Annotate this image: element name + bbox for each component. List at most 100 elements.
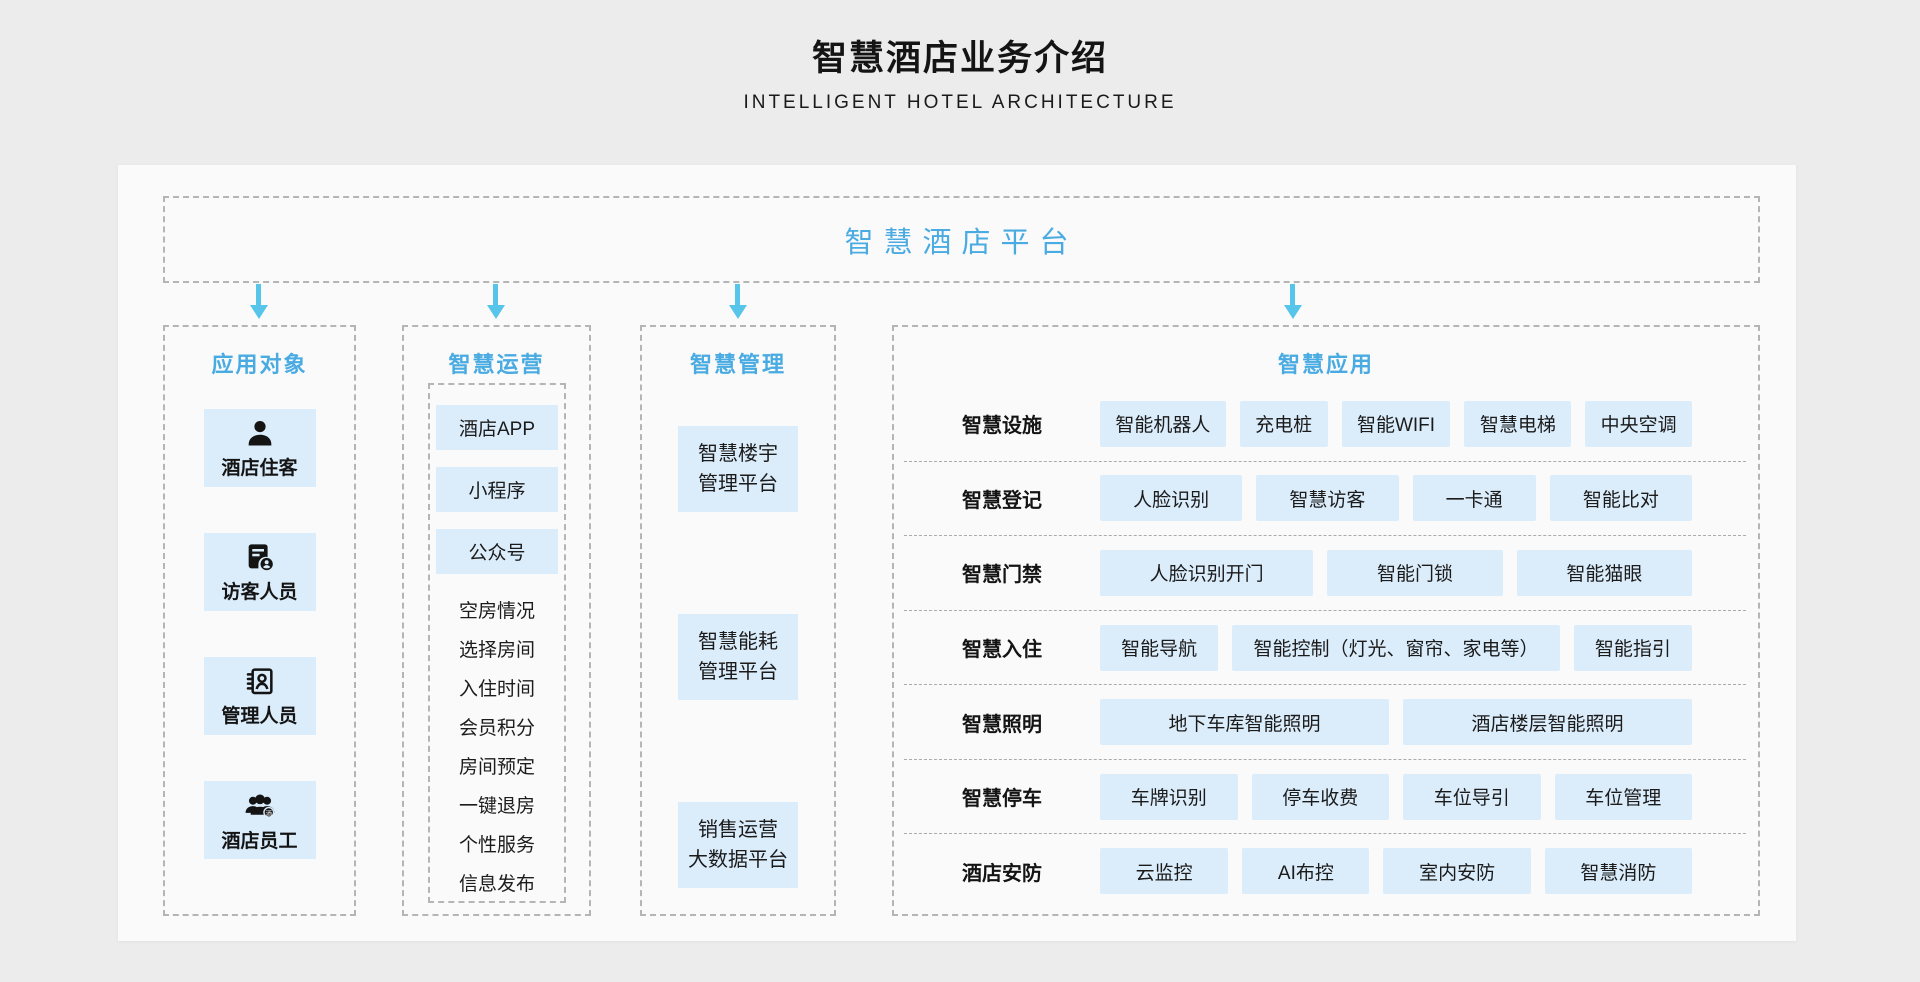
audience-card-label: 酒店员工 xyxy=(221,830,298,852)
management-platform-line: 管理平台 xyxy=(698,661,778,683)
application-row-label: 智慧照明 xyxy=(962,713,1042,736)
operation-feature-item: 选择房间 xyxy=(458,640,535,661)
application-chip: 车牌识别 xyxy=(1100,773,1238,820)
application-chip: AI布控 xyxy=(1242,848,1370,895)
operation-feature-item: 一键退房 xyxy=(458,796,535,817)
operation-feature-item: 信息发布 xyxy=(458,874,535,895)
application-chip: 智慧电梯 xyxy=(1464,400,1572,447)
down-arrow-icon xyxy=(1283,284,1302,319)
management-platform-line: 大数据平台 xyxy=(688,849,788,871)
visitor-register-icon xyxy=(244,541,276,573)
application-chip: 充电桩 xyxy=(1239,400,1328,447)
column-management: 智慧管理 智慧楼宇管理平台智慧能耗管理平台销售运营大数据平台 xyxy=(640,325,836,916)
application-chip: 云监控 xyxy=(1100,848,1229,895)
audience-card: 管理人员 xyxy=(203,657,316,735)
application-row-label: 智慧停车 xyxy=(962,788,1042,811)
application-heading: 智慧应用 xyxy=(1277,352,1374,377)
application-chip: 一卡通 xyxy=(1412,475,1536,522)
application-chip: 智慧访客 xyxy=(1256,475,1399,522)
audience-card: 访客人员 xyxy=(203,533,316,611)
management-platform-chip: 销售运营大数据平台 xyxy=(678,802,798,888)
application-chip: 智能门锁 xyxy=(1327,549,1503,596)
application-chip: 停车收费 xyxy=(1251,773,1389,820)
page-title: 智慧酒店业务介绍 xyxy=(811,39,1108,78)
application-chip: 人脸识别 xyxy=(1100,475,1243,522)
application-row-label: 智慧设施 xyxy=(962,415,1042,438)
application-chip: 智能机器人 xyxy=(1100,400,1226,447)
application-row-chips: 智能机器人充电桩智能WIFI 智慧电梯中央空调 xyxy=(1100,400,1692,447)
audience-card-list: 酒店住客访客人员管理人员酒酒店员工 xyxy=(165,409,354,859)
application-chip: 智能控制（灯光、窗帘、家电等） xyxy=(1232,624,1560,671)
down-arrow-icon xyxy=(728,284,747,319)
application-row-chips: 人脸识别开门智能门锁智能猫眼 xyxy=(1100,549,1692,596)
audience-card: 酒店住客 xyxy=(203,409,316,487)
application-row: 智慧照明 地下车库智能照明酒店楼层智能照明 xyxy=(904,685,1746,760)
application-row: 智慧设施 智能机器人充电桩智能WIFI 智慧电梯中央空调 xyxy=(904,387,1746,462)
guest-person-icon xyxy=(244,417,276,449)
management-platform-chip: 智慧能耗管理平台 xyxy=(678,614,798,700)
column-audience: 应用对象 酒店住客访客人员管理人员酒酒店员工 xyxy=(163,325,356,916)
management-platform-line: 智慧能耗 xyxy=(698,631,778,653)
application-row: 智慧门禁 人脸识别开门智能门锁智能猫眼 xyxy=(904,536,1746,611)
application-chip: 中央空调 xyxy=(1585,400,1692,447)
application-row-chips: 地下车库智能照明酒店楼层智能照明 xyxy=(1100,699,1692,746)
application-row-label: 酒店安防 xyxy=(962,862,1042,885)
operation-channel-list: 酒店APP 小程序公众号 xyxy=(436,405,558,574)
operation-feature-list: 空房情况选择房间入住时间会员积分房间预定一键退房个性服务信息发布 xyxy=(430,590,564,902)
application-chip: 智能导航 xyxy=(1100,624,1219,671)
column-operation: 智慧运营 酒店APP 小程序公众号 空房情况选择房间入住时间会员积分房间预定一键退… xyxy=(402,325,591,916)
audience-card-label: 酒店住客 xyxy=(221,457,298,479)
application-chip: 车位导引 xyxy=(1403,773,1541,820)
operation-channel-chip: 酒店APP xyxy=(436,405,558,450)
staff-group-icon: 酒 xyxy=(243,788,277,822)
application-row: 智慧停车 车牌识别停车收费车位导引车位管理 xyxy=(904,760,1746,835)
manager-contact-icon xyxy=(244,665,276,697)
operation-feature-item: 空房情况 xyxy=(458,601,535,622)
platform-box: 智慧酒店平台 xyxy=(163,196,1760,283)
operation-feature-item: 会员积分 xyxy=(458,718,535,739)
application-row-list: 智慧设施 智能机器人充电桩智能WIFI 智慧电梯中央空调智慧登记 人脸识别智慧访客一卡… xyxy=(904,387,1746,908)
svg-text:酒: 酒 xyxy=(265,809,272,817)
application-row-label: 智慧门禁 xyxy=(962,564,1042,587)
management-platform-chip: 智慧楼宇管理平台 xyxy=(678,426,798,512)
operation-channel-chip: 小程序 xyxy=(436,467,558,512)
page-subtitle: INTELLIGENT HOTEL ARCHITECTURE xyxy=(743,92,1177,113)
down-arrow-icon xyxy=(249,284,268,319)
application-chip: 智慧消防 xyxy=(1544,848,1692,895)
application-chip: 智能指引 xyxy=(1573,624,1692,671)
management-platform-line: 销售运营 xyxy=(698,819,778,841)
application-row-chips: 智能导航智能控制（灯光、窗帘、家电等） 智能指引 xyxy=(1100,624,1692,671)
platform-title: 智慧酒店平台 xyxy=(844,226,1079,259)
operation-feature-item: 入住时间 xyxy=(458,679,535,700)
application-chip: 智能猫眼 xyxy=(1516,549,1692,596)
management-platform-line: 智慧楼宇 xyxy=(698,443,778,465)
management-platform-line: 管理平台 xyxy=(698,473,778,495)
operation-heading: 智慧运营 xyxy=(448,352,545,377)
application-row-label: 智慧入住 xyxy=(962,639,1042,662)
application-row: 智慧登记 人脸识别智慧访客一卡通智能比对 xyxy=(904,462,1746,537)
diagram-panel: 智慧酒店平台 应用对象 酒店住客访客人员管理人员酒酒店员工 智慧运营 酒店APP… xyxy=(118,165,1796,941)
application-chip: 地下车库智能照明 xyxy=(1100,699,1389,746)
application-chip: 智能比对 xyxy=(1549,475,1692,522)
management-heading: 智慧管理 xyxy=(689,352,786,377)
operation-channel-chip: 公众号 xyxy=(436,529,558,574)
audience-card: 酒酒店员工 xyxy=(203,781,316,859)
application-row: 智慧入住 智能导航智能控制（灯光、窗帘、家电等） 智能指引 xyxy=(904,611,1746,686)
application-chip: 人脸识别开门 xyxy=(1100,549,1314,596)
audience-heading: 应用对象 xyxy=(211,352,308,377)
operation-inner-box: 酒店APP 小程序公众号 空房情况选择房间入住时间会员积分房间预定一键退房个性服务… xyxy=(428,383,566,903)
application-row-label: 智慧登记 xyxy=(962,489,1042,512)
application-chip: 车位管理 xyxy=(1554,773,1692,820)
operation-feature-item: 房间预定 xyxy=(458,757,535,778)
down-arrow-icon xyxy=(486,284,505,319)
operation-feature-item: 个性服务 xyxy=(458,835,535,856)
application-row-chips: 车牌识别停车收费车位导引车位管理 xyxy=(1100,773,1692,820)
application-chip: 智能WIFI xyxy=(1341,400,1451,447)
management-platform-list: 智慧楼宇管理平台智慧能耗管理平台销售运营大数据平台 xyxy=(642,327,834,888)
application-chip: 酒店楼层智能照明 xyxy=(1403,699,1692,746)
audience-card-label: 管理人员 xyxy=(221,705,298,727)
